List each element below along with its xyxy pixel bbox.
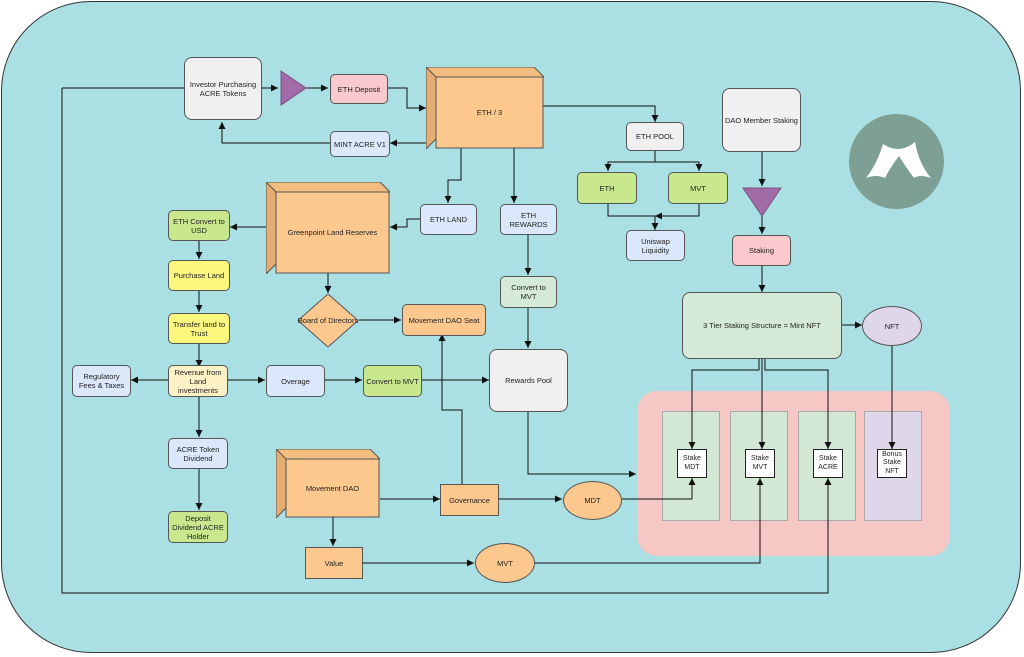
deposit-dividend-node: Deposit Dividend ACRE Holder	[168, 511, 228, 543]
eth-convert-usd-node: ETH Convert to USD	[168, 210, 230, 241]
governance-node: Governance	[440, 484, 499, 516]
greenpoint-node: Greenpoint Land Reserves	[266, 182, 390, 274]
investor-node: Investor Purchasing ACRE Tokens	[184, 57, 262, 120]
dao-member-node: DAO Member Staking	[722, 88, 801, 152]
rewards-pool-node: Rewards Pool	[489, 349, 568, 412]
movement-dao-label: Movement DAO	[305, 483, 360, 493]
board-node: Board of Directors	[297, 293, 359, 348]
eth-split-node: ETH / 3	[426, 67, 544, 149]
nft-node: NFT	[862, 306, 922, 346]
tent-logo-icon	[866, 142, 931, 178]
acre-dividend-node: ACRE Token Dividend	[168, 438, 228, 469]
tier-staking-node: 3 Tier Staking Structure = Mint NFT	[682, 292, 842, 359]
convert-mvt-top-node: Convert to MVT	[500, 276, 557, 308]
eth-land-node: ETH LAND	[420, 204, 477, 235]
staking-node: Staking	[732, 235, 791, 266]
overage-node: Overage	[266, 365, 325, 397]
stake-mdt-node: Stake MDT	[677, 449, 707, 478]
convert-mvt-mid-node: Convert to MVT	[363, 365, 422, 397]
transfer-land-node: Transfer land to Trust	[168, 313, 230, 344]
stake-acre-node: Stake ACRE	[813, 449, 843, 478]
board-label: Board of Directors	[297, 316, 359, 325]
pool-mvt-node: MVT	[668, 172, 728, 204]
value-node: Value	[305, 547, 363, 579]
acre-logo	[849, 114, 944, 209]
eth-deposit-node: ETH Deposit	[330, 74, 388, 104]
greenpoint-label: Greenpoint Land Reserves	[287, 228, 378, 237]
mint-acre-node: MINT ACRE V1	[330, 131, 390, 157]
eth-pool-node: ETH POOL	[626, 122, 684, 151]
uniswap-node: Uniswap Liquidity	[626, 230, 685, 261]
eth-rewards-node: ETH REWARDS	[500, 204, 557, 235]
stake-mvt-node: Stake MVT	[745, 449, 775, 478]
mvt-bottom-node: MVT	[475, 543, 535, 583]
revenue-node: Revenue from Land investments	[168, 365, 228, 397]
regulatory-fees-node: Regulatory Fees & Taxes	[72, 365, 131, 397]
dao-seat-node: Movement DAO Seat	[402, 304, 486, 336]
movement-dao-node: Movement DAO	[276, 449, 380, 518]
mdt-node: MDT	[563, 481, 622, 520]
bonus-nft-node: Bonus Stake NFT	[877, 449, 907, 478]
eth-split-label: ETH / 3	[476, 108, 503, 117]
pool-eth-node: ETH	[577, 172, 637, 204]
purchase-land-node: Purchase Land	[168, 260, 230, 291]
